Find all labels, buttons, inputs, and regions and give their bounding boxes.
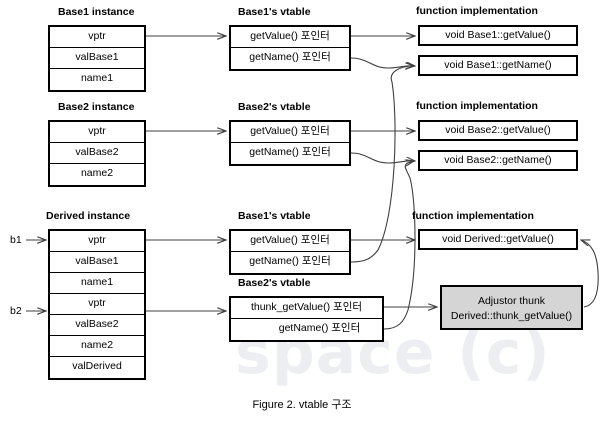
table-derived-vtable-base2: thunk_getValue() 포인터 getName() 포인터 <box>229 296 384 342</box>
header-derived-instance: Derived instance <box>46 210 131 222</box>
row-valbase2: valBase2 <box>50 143 144 164</box>
row-vptr-b2: vptr <box>50 294 144 315</box>
box-impl-base1-getvalue: void Base1::getValue() <box>418 25 578 46</box>
header-derived-vtable-base1: Base1's vtable <box>238 210 311 222</box>
box-impl-derived-getvalue: void Derived::getValue() <box>418 229 578 250</box>
box-impl-base2-getvalue: void Base2::getValue() <box>418 120 578 141</box>
row-vptr-b1: vptr <box>50 231 144 252</box>
wire-derived-getname-to-base1-getname <box>350 66 414 263</box>
row-getname-ptr: getName() 포인터 <box>231 143 349 164</box>
row-getname-ptr: getName() 포인터 <box>231 252 349 273</box>
wire-derived-base2-getname-to-impl <box>383 161 416 330</box>
table-base2-vtable: getValue() 포인터 getName() 포인터 <box>229 120 351 166</box>
row-name2: name2 <box>50 164 144 185</box>
table-base2-instance: vptr valBase2 name2 <box>48 120 146 187</box>
wire-base1-getname-to-impl <box>350 57 415 68</box>
row-name1: name1 <box>50 69 144 90</box>
box-impl-base2-getname: void Base2::getName() <box>418 150 578 171</box>
row-getvalue-ptr: getValue() 포인터 <box>231 27 349 48</box>
adjustor-thunk-line2: Derived::thunk_getValue() <box>450 310 573 322</box>
row-getname-ptr: getName() 포인터 <box>231 319 382 340</box>
row-getname-ptr: getName() 포인터 <box>231 48 349 69</box>
header-impl-base2: function implementation <box>416 100 538 112</box>
table-derived-instance: vptr valBase1 name1 vptr valBase2 name2 … <box>48 229 146 380</box>
header-base1-vtable: Base1's vtable <box>238 6 311 18</box>
wire-base2-getname-to-impl <box>350 152 415 163</box>
adjustor-thunk-line1: Adjustor thunk <box>477 295 546 307</box>
table-base1-vtable: getValue() 포인터 getName() 포인터 <box>229 25 351 71</box>
row-valbase1: valBase1 <box>50 48 144 69</box>
pointer-label-b1: b1 <box>10 234 22 246</box>
table-base1-instance: vptr valBase1 name1 <box>48 25 146 92</box>
table-derived-vtable-base1: getValue() 포인터 getName() 포인터 <box>229 229 351 275</box>
row-name2: name2 <box>50 336 144 357</box>
figure-caption: Figure 2. vtable 구조 <box>252 399 352 411</box>
header-derived-vtable-base2: Base2's vtable <box>238 277 311 289</box>
row-getvalue-ptr: getValue() 포인터 <box>231 122 349 143</box>
row-thunk-getvalue-ptr: thunk_getValue() 포인터 <box>231 298 382 319</box>
header-base1-instance: Base1 instance <box>58 6 135 18</box>
header-base2-instance: Base2 instance <box>58 101 135 113</box>
header-impl-derived: function implementation <box>412 210 534 222</box>
row-name1: name1 <box>50 273 144 294</box>
row-valderived: valDerived <box>50 357 144 378</box>
row-vptr: vptr <box>50 122 144 143</box>
header-base2-vtable: Base2's vtable <box>238 101 311 113</box>
row-valbase1: valBase1 <box>50 252 144 273</box>
row-vptr: vptr <box>50 27 144 48</box>
row-getvalue-ptr: getValue() 포인터 <box>231 231 349 252</box>
box-adjustor-thunk: Adjustor thunk Derived::thunk_getValue() <box>440 285 583 330</box>
row-valbase2: valBase2 <box>50 315 144 336</box>
pointer-label-b2: b2 <box>10 305 22 317</box>
header-impl-base1: function implementation <box>416 5 538 17</box>
box-impl-base1-getname: void Base1::getName() <box>418 55 578 76</box>
wire-adjustor-to-derived-getvalue <box>581 240 599 308</box>
